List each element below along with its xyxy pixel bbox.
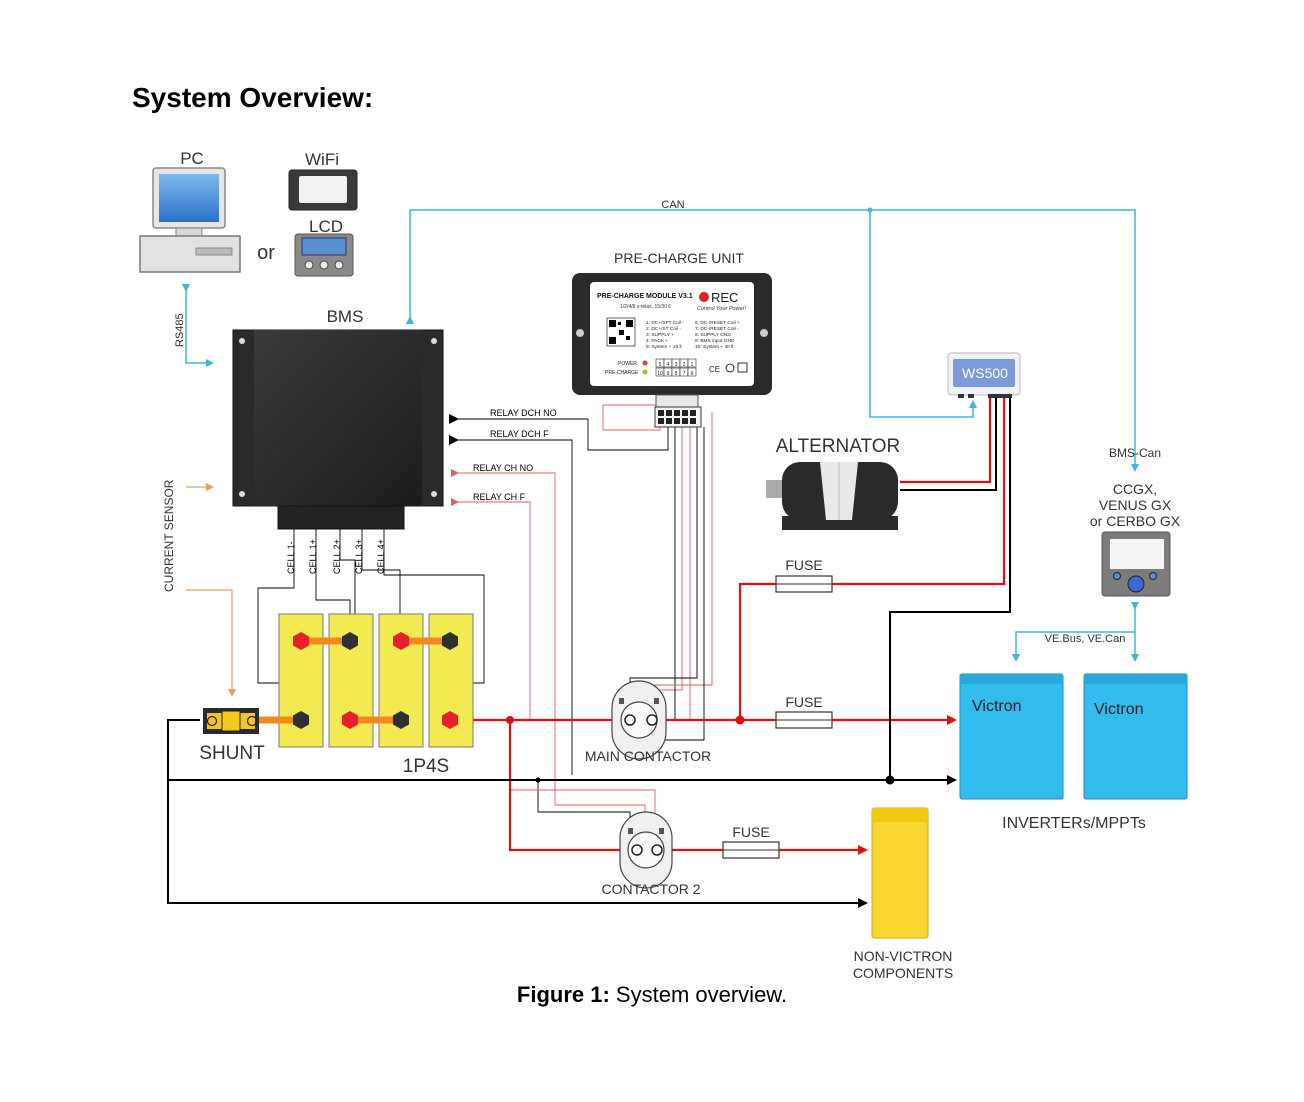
ccgx-label-2: VENUS GX [1099, 497, 1172, 513]
pc-computer [139, 167, 241, 273]
precharge-power-led-label: POWER [618, 361, 637, 367]
contactor-2-label: CONTACTOR 2 [601, 881, 700, 897]
figure-caption-text: System overview. [615, 982, 788, 1007]
fuse-label: FUSE [785, 557, 822, 573]
current-sensor-lines [186, 483, 236, 697]
battery-cells [278, 613, 474, 748]
relay-dch-f-label: RELAY DCH F [490, 429, 549, 439]
precharge-pin: 10: System + 30 ll [695, 344, 733, 350]
cell-2-plus-label: CELL 2+ [332, 539, 342, 574]
can-label: CAN [661, 199, 684, 211]
relay-dch-no-label: RELAY DCH NO [490, 408, 557, 418]
bms-label: BMS [327, 307, 364, 326]
wifi-label: WiFi [305, 150, 339, 169]
precharge-unit [572, 273, 772, 428]
non-victron-component [871, 807, 929, 939]
connector-pin: 4 [667, 362, 670, 368]
fuse-lines [723, 583, 832, 851]
precharge-pin: 6: DC-/RESET Coil + [695, 320, 740, 326]
relay-ch-no-label: RELAY CH NO [473, 463, 533, 473]
main-contactor [611, 680, 667, 760]
connector-pin: 8 [675, 371, 678, 377]
victron-label: Victron [1094, 701, 1144, 718]
precharge-slogan: Control Your Power! [697, 306, 747, 312]
connector-pin: 9 [667, 371, 670, 377]
victron-label: Victron [972, 698, 1022, 715]
can-junction [867, 207, 873, 213]
bms-can-label: BMS-Can [1109, 446, 1161, 460]
precharge-pin: 8: SUPPLY GND [695, 332, 731, 338]
contactor-2 [619, 811, 673, 889]
precharge-pin: 2: DC+/ST Coil - [646, 326, 681, 332]
section-heading: System Overview: [132, 82, 374, 113]
inverters-label: INVERTERs/MPPTs [1002, 815, 1146, 832]
connector-pin: 5 [659, 362, 662, 368]
figure-caption: Figure 1: System overview. [0, 982, 1304, 1008]
precharge-module-title: PRE-CHARGE MODULE V3.1 [597, 293, 693, 300]
fuse-label: FUSE [732, 824, 769, 840]
precharge-subtitle: 1/2/4/8 s-relax, 15/30 ll [620, 304, 671, 310]
precharge-pin: 5: System + 15 ll [646, 344, 682, 350]
negative-junction [535, 777, 541, 783]
lcd-display [294, 233, 354, 277]
relay-lines [449, 414, 669, 830]
power-junction [506, 716, 514, 724]
ws500-label: WS500 [962, 365, 1008, 381]
non-victron-label-2: COMPONENTS [853, 965, 953, 981]
precharge-brand: REC [711, 290, 738, 305]
ccgx-label-1: CCGX, [1113, 481, 1157, 497]
alternator [766, 462, 898, 530]
current-sensor-label: CURRENT SENSOR [162, 479, 176, 592]
vebus-label: VE.Bus, VE.Can [1045, 633, 1126, 645]
shunt-label: SHUNT [199, 743, 265, 764]
bms-unit [232, 329, 444, 530]
precharge-wires [509, 404, 713, 835]
cell-1-plus-label: CELL 1+ [308, 539, 318, 574]
alternator-label: ALTERNATOR [776, 436, 901, 457]
non-victron-label-1: NON-VICTRON [854, 948, 953, 964]
precharge-pin: 4: PACK + [646, 338, 668, 344]
relay-ch-f-label: RELAY CH F [473, 492, 526, 502]
precharge-pin: 3: SUPPLY + [646, 332, 674, 338]
connector-pin: 6 [691, 371, 694, 377]
negative-junction [885, 775, 895, 785]
cell-1-minus-label: CELL 1- [286, 541, 296, 574]
connector-pin: 3 [675, 362, 678, 368]
main-contactor-label: MAIN CONTACTOR [585, 748, 711, 764]
power-lines-red [452, 396, 1006, 855]
precharge-pin: 1: DC+/SFT Coil - [646, 320, 684, 326]
precharge-led-label: PRE-CHARGE [605, 370, 639, 376]
ce-mark: CE [709, 365, 720, 374]
cell-terminals [293, 632, 458, 729]
rs485-label: RS485 [174, 313, 186, 347]
pack-label: 1P4S [403, 756, 449, 777]
connector-pin: 10 [657, 371, 663, 377]
precharge-pin: 9: BMS input GND [695, 338, 735, 344]
precharge-pin: 7: DC-/RESET Coil - [695, 326, 739, 332]
fuse-label: FUSE [785, 694, 822, 710]
shunt [203, 708, 259, 734]
can-bus-lines [182, 209, 1139, 662]
ccgx-display [1101, 531, 1171, 597]
precharge-label: PRE-CHARGE UNIT [614, 250, 744, 266]
victron-devices [959, 673, 1188, 800]
figure-caption-label: Figure 1: [516, 982, 610, 1007]
or-label: or [257, 242, 275, 264]
pc-label: PC [180, 149, 204, 168]
power-junction [735, 715, 745, 725]
connector-pin: 7 [683, 371, 686, 377]
cell-3-plus-label: CELL 3+ [354, 539, 364, 574]
connector-pin: 2 [683, 362, 686, 368]
ws500-regulator [947, 352, 1021, 398]
wifi-module [288, 169, 358, 211]
negative-lines [167, 396, 1011, 908]
cell-4-plus-label: CELL 4+ [376, 539, 386, 574]
lcd-label: LCD [309, 217, 343, 236]
ccgx-label-3: or CERBO GX [1090, 513, 1181, 529]
connector-pin: 1 [691, 362, 694, 368]
